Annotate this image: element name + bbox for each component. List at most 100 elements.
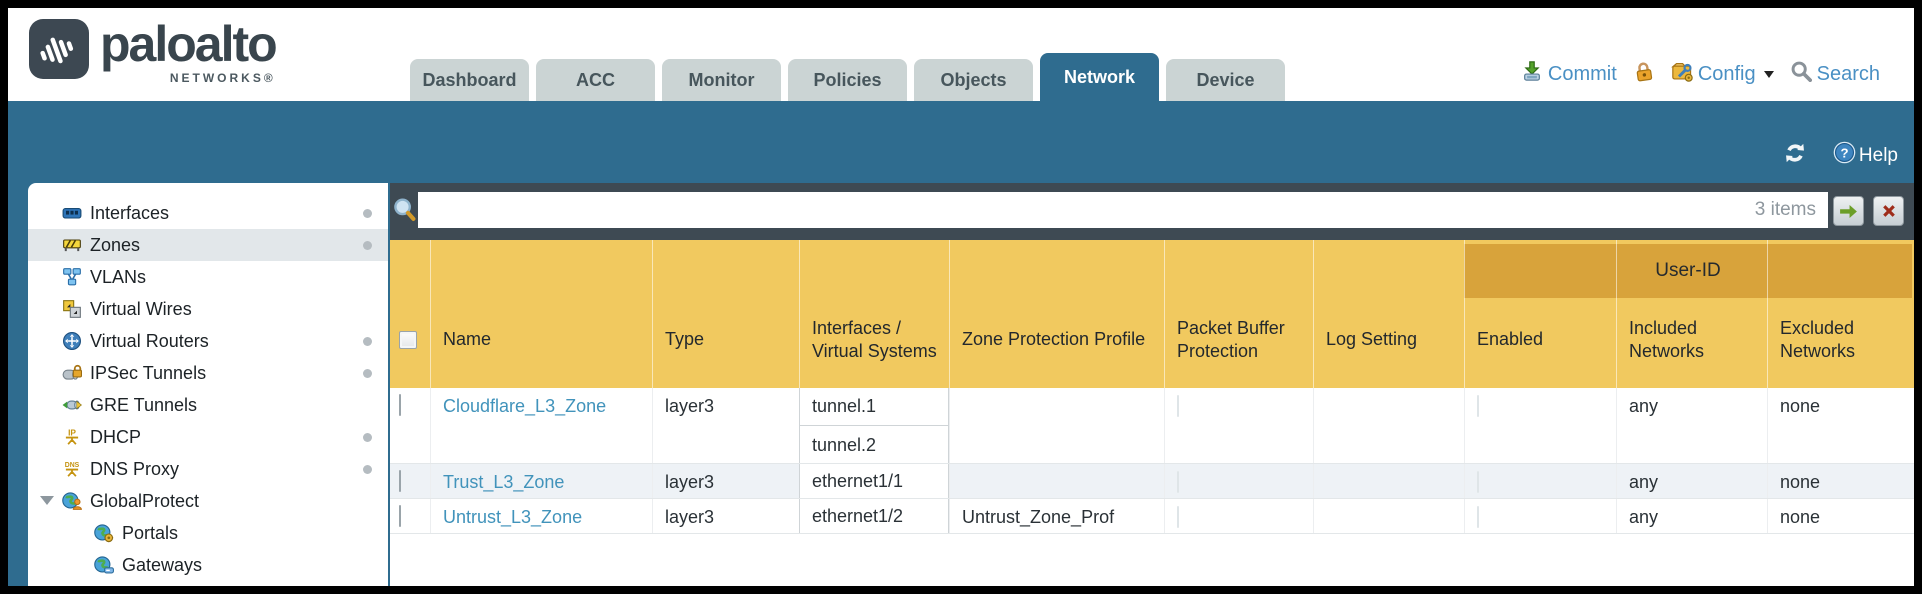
column-header-log-setting[interactable]: Log Setting [1313, 240, 1464, 388]
sidebar-item-label: DNS Proxy [90, 458, 180, 479]
packet-buffer-protection-checkbox[interactable] [1177, 506, 1179, 528]
apply-filter-button[interactable] [1833, 196, 1864, 226]
clear-filter-button[interactable] [1873, 196, 1904, 226]
sidebar-item-label: DHCP [90, 426, 142, 447]
filter-search-icon [393, 197, 417, 229]
included-networks-cell: any [1616, 499, 1767, 533]
log-setting-cell [1313, 464, 1464, 498]
column-header-type[interactable]: Type [652, 240, 799, 388]
sidebar-item-ipsec-tunnels[interactable]: IPSec Tunnels [28, 357, 388, 389]
sidebar-item-label: Virtual Wires [90, 298, 192, 319]
sidebar-item-gateways[interactable]: Gateways [28, 549, 388, 581]
interface-value: ethernet1/1 [799, 464, 949, 498]
sidebar-item-virtual-wires[interactable]: Virtual Wires [28, 293, 388, 325]
zone-name-link[interactable]: Untrust_L3_Zone [443, 507, 583, 527]
column-header-interfaces-virtual-systems[interactable]: Interfaces / Virtual Systems [799, 240, 949, 388]
sidebar-item-vlans[interactable]: VLANs [28, 261, 388, 293]
status-dot [363, 336, 372, 346]
svg-text:?: ? [1840, 145, 1848, 160]
sidebar-item-label: Zones [90, 234, 141, 255]
sidebar-item-virtual-routers[interactable]: Virtual Routers [28, 325, 388, 357]
userid-enabled-cell [1464, 499, 1616, 533]
column-header-excluded-networks[interactable]: Excluded Networks [1767, 240, 1914, 388]
row-checkbox[interactable] [399, 505, 401, 527]
row-checkbox[interactable] [399, 470, 401, 492]
column-header-label: Packet Buffer Protection [1177, 317, 1285, 361]
column-header-label: Type [665, 329, 705, 350]
tab-dashboard[interactable]: Dashboard [410, 59, 529, 101]
zone-name-link[interactable]: Cloudflare_L3_Zone [443, 396, 607, 416]
interface-value: ethernet1/2 [799, 499, 949, 533]
zone-type-value: layer3 [665, 396, 715, 416]
column-header-packet-buffer-protection[interactable]: Packet Buffer Protection [1164, 240, 1313, 388]
included-networks-cell: any [1616, 388, 1767, 463]
sidebar-item-label: VLANs [90, 266, 147, 287]
included-networks-value: any [1629, 507, 1659, 527]
paloalto-logo-icon [28, 18, 90, 85]
row-select-cell [390, 464, 430, 498]
dns-proxy-icon: DNS [62, 459, 82, 479]
lock-action[interactable] [1633, 60, 1655, 88]
help-button[interactable]: ? Help [1833, 141, 1898, 170]
column-header-enabled[interactable]: Enabled [1464, 240, 1616, 388]
svg-text:IP: IP [68, 427, 76, 437]
brand-subtitle: NETWORKS® [169, 70, 276, 85]
sidebar-item-label: GlobalProtect [90, 490, 200, 511]
zone-type-cell: layer3 [652, 499, 799, 533]
config-label: Config [1697, 62, 1756, 85]
sidebar-item-label: GRE Tunnels [90, 394, 198, 415]
status-dot [363, 240, 372, 250]
sidebar-item-dhcp[interactable]: IP DHCP [28, 421, 388, 453]
userid-enabled-checkbox[interactable] [1477, 506, 1479, 528]
config-action[interactable]: Config [1670, 60, 1774, 88]
tab-device[interactable]: Device [1166, 59, 1285, 101]
filter-input[interactable] [418, 192, 1828, 228]
excluded-networks-value: none [1780, 472, 1821, 492]
column-header-zone-protection-profile[interactable]: Zone Protection Profile [949, 240, 1164, 388]
zone-name-link[interactable]: Trust_L3_Zone [443, 472, 565, 492]
select-all-checkbox[interactable] [399, 331, 417, 349]
svg-text:DNS: DNS [65, 462, 80, 469]
packet-buffer-protection-checkbox[interactable] [1177, 395, 1179, 417]
tab-monitor[interactable]: Monitor [662, 59, 781, 101]
packet-buffer-protection-checkbox[interactable] [1177, 471, 1179, 493]
ipsec-tunnels-icon [62, 363, 82, 383]
interface-value: tunnel.2 [799, 426, 949, 463]
refresh-icon[interactable] [1783, 141, 1807, 170]
portals-icon [94, 523, 114, 543]
sidebar-item-interfaces[interactable]: Interfaces [28, 197, 388, 229]
row-checkbox[interactable] [399, 394, 401, 416]
userid-enabled-checkbox[interactable] [1477, 471, 1479, 493]
column-header-name[interactable]: Name [430, 240, 652, 388]
zone-type-value: layer3 [665, 507, 715, 527]
gateways-icon [94, 555, 114, 575]
tab-network[interactable]: Network [1040, 53, 1159, 101]
sidebar-item-portals[interactable]: Portals [28, 517, 388, 549]
userid-enabled-checkbox[interactable] [1477, 395, 1479, 417]
excluded-networks-cell: none [1767, 499, 1914, 533]
sidebar-item-gre-tunnels[interactable]: GRE Tunnels [28, 389, 388, 421]
row-select-cell [390, 388, 430, 463]
lock-icon [1633, 60, 1655, 88]
column-header-included-networks[interactable]: Included Networks [1616, 240, 1767, 388]
sidebar-item-zones[interactable]: Zones [28, 229, 388, 261]
commit-action[interactable]: Commit [1521, 60, 1617, 88]
tab-objects[interactable]: Objects [914, 59, 1033, 101]
tab-acc[interactable]: ACC [536, 59, 655, 101]
sidebar-item-globalprotect[interactable]: GlobalProtect [28, 485, 388, 517]
interface-value: tunnel.1 [799, 388, 949, 426]
expander-down-icon[interactable] [40, 496, 54, 512]
search-action[interactable]: Search [1790, 60, 1880, 88]
interfaces-cell: ethernet1/1 [799, 464, 949, 498]
zone-name-cell: Cloudflare_L3_Zone [430, 388, 652, 463]
status-dot [363, 432, 372, 442]
tab-policies[interactable]: Policies [788, 59, 907, 101]
sidebar-item-dns-proxy[interactable]: DNS DNS Proxy [28, 453, 388, 485]
excluded-networks-value: none [1780, 396, 1821, 416]
packet-buffer-protection-cell [1164, 464, 1313, 498]
zone-name-cell: Untrust_L3_Zone [430, 499, 652, 533]
